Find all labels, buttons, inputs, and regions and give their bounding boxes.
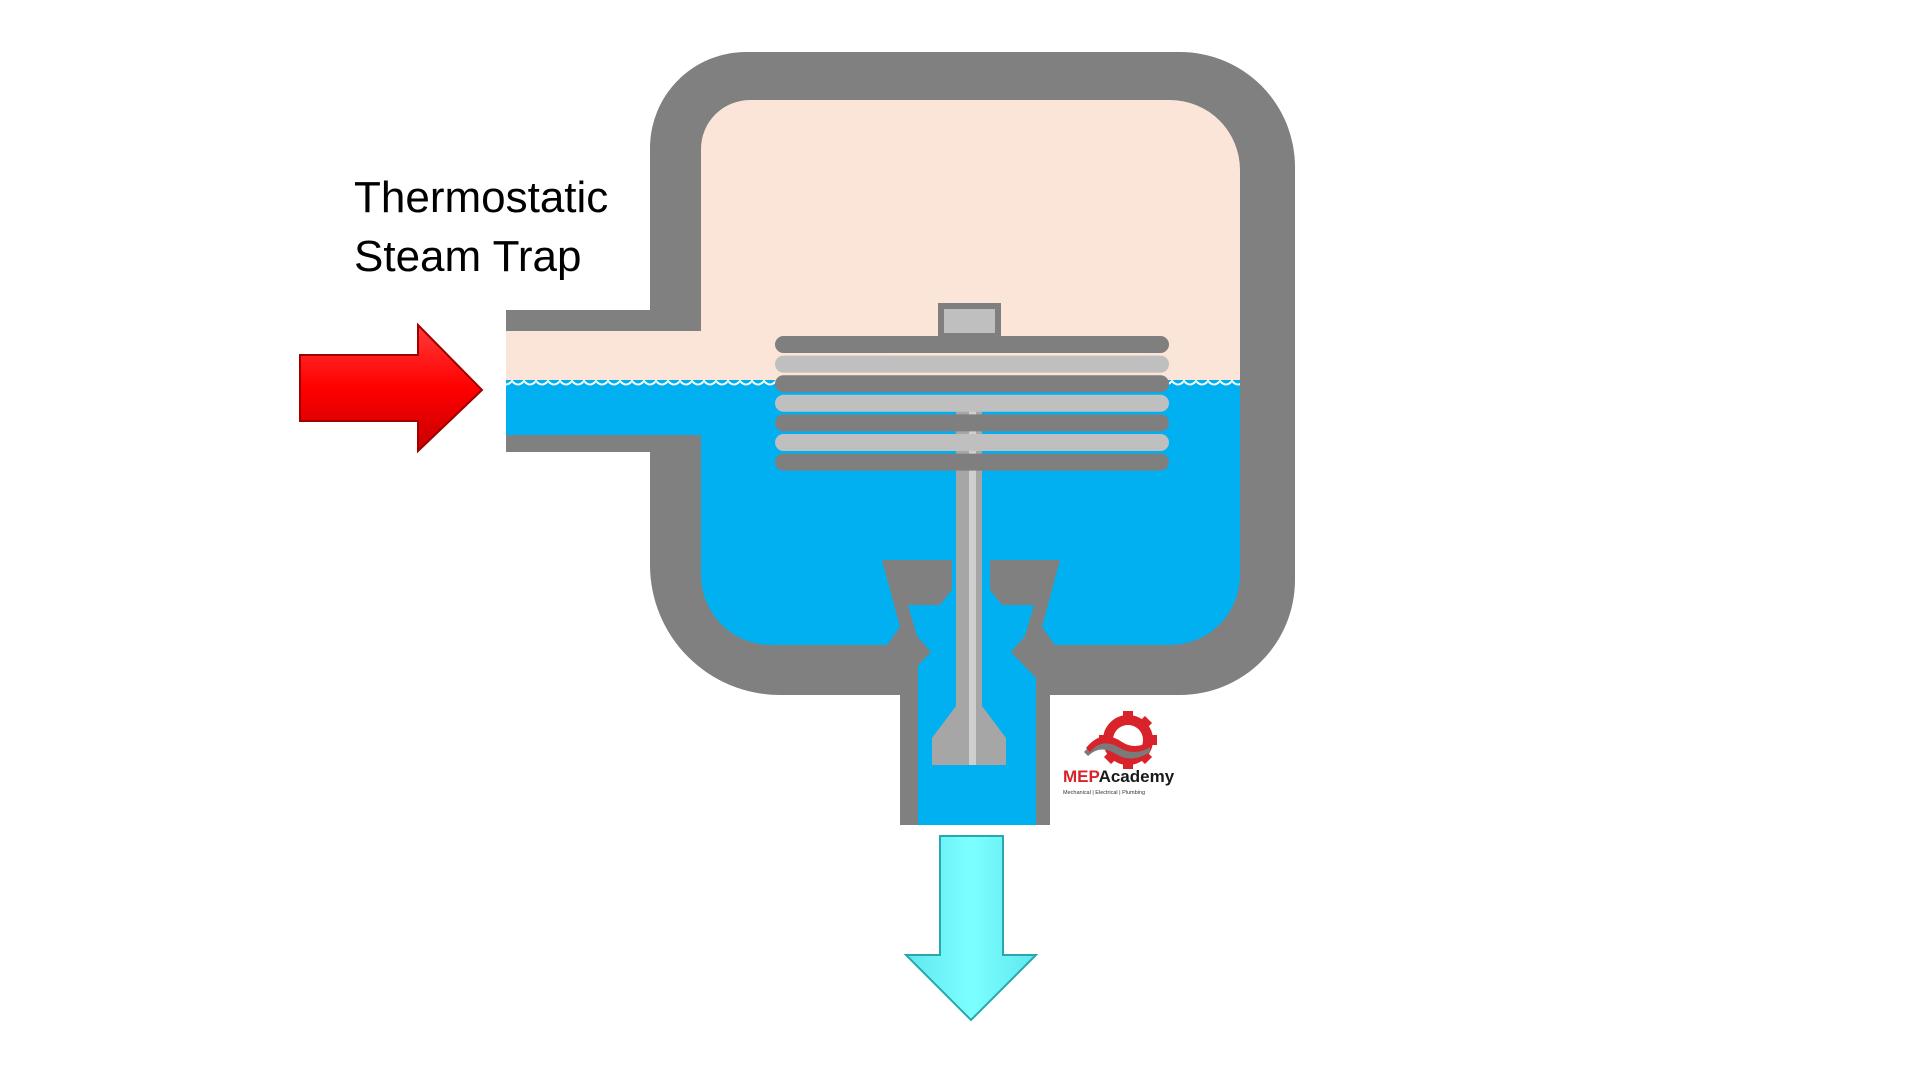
gear-logo-icon	[1084, 711, 1157, 769]
logo-wordmark-academy: Academy	[1099, 767, 1175, 786]
valve-seat	[882, 560, 1060, 690]
title-line-2: Steam Trap	[354, 232, 581, 281]
bellows-convolution	[775, 375, 1169, 393]
bellows-convolution	[775, 394, 1169, 412]
logo-wordmark-mep: MEP	[1063, 767, 1100, 786]
logo-wordmark: MEPAcademy	[1063, 767, 1175, 786]
thermostatic-bellows	[775, 303, 1169, 471]
bellows-convolution	[775, 434, 1169, 451]
title-line-1: Thermostatic	[354, 173, 608, 222]
mep-academy-logo: MEPAcademy Mechanical | Electrical | Plu…	[1063, 711, 1175, 796]
logo-tagline: Mechanical | Electrical | Plumbing	[1063, 790, 1145, 796]
bellows-convolution	[775, 453, 1169, 471]
diagram-title: Thermostatic Steam Trap	[354, 173, 608, 281]
outlet-flow-arrow-icon	[903, 835, 1039, 1022]
bellows-convolution	[775, 355, 1169, 373]
bellows-convolution	[775, 414, 1169, 432]
bellows-cap	[938, 303, 1001, 339]
inlet-flow-arrow-icon	[299, 322, 484, 454]
bellows-convolution	[775, 336, 1169, 353]
